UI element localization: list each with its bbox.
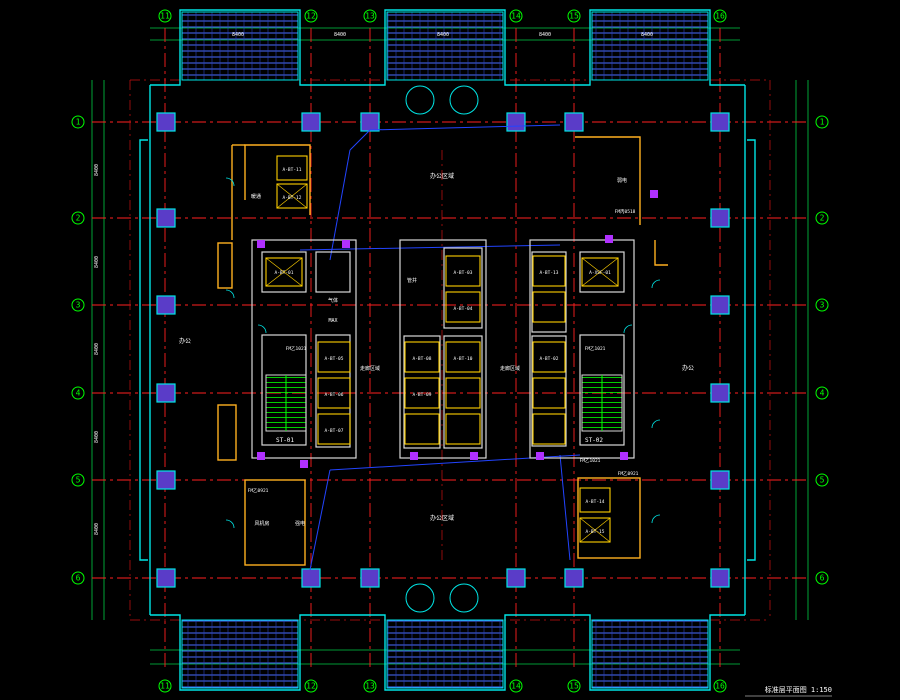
grid-label: 3 — [820, 301, 825, 310]
elevator-shafts — [265, 155, 619, 543]
elevator-cross-marks — [265, 183, 619, 543]
grid-label: 16 — [715, 12, 725, 21]
dimension-label: 8400 — [94, 343, 100, 355]
dimension-label: 8400 — [232, 32, 244, 38]
elevator-label: A-BT-02 — [540, 356, 559, 362]
door-tag: FM乙0921 — [248, 487, 269, 494]
door-tag: FM乙1021 — [286, 345, 307, 352]
elevator-label: A-BT-10 — [454, 356, 473, 362]
room-label-corridor-left: 走廊区域 — [360, 365, 380, 372]
elevator-labels: A-BT-11 A-BT-12 A-BT-01 A-BT-05 A-BT-06 … — [275, 167, 612, 535]
grid-label: 3 — [76, 301, 81, 310]
axis-lines — [92, 28, 808, 668]
grid-label: 12 — [306, 682, 316, 691]
grid-bubbles-bottom — [158, 679, 727, 693]
grid-label: 12 — [306, 12, 316, 21]
elevator-label: A-BT-14 — [586, 499, 605, 505]
dimension-lines — [91, 27, 809, 665]
grid-labels: 11 12 13 14 15 16 11 12 13 14 15 16 1 2 … — [76, 12, 825, 691]
stair-label-right: ST-02 — [585, 437, 603, 444]
fixture-tags — [257, 190, 658, 468]
grid-label: 4 — [76, 389, 81, 398]
core-rooms — [251, 239, 635, 459]
grid-label: 11 — [160, 682, 170, 691]
room-label-shaft: 管井 — [407, 277, 417, 284]
secondary-axes — [129, 79, 771, 621]
elevator-label: A-BT-13 — [540, 270, 559, 276]
grid-label: 2 — [820, 214, 825, 223]
elevator-label: A-BT-01 — [275, 270, 294, 276]
room-label-fan: 风机房 — [254, 520, 269, 527]
dimension-label: 8400 — [94, 164, 100, 176]
grid-bubbles-top — [158, 9, 727, 23]
elevator-label: A-BT-04 — [454, 306, 473, 312]
core-walls — [217, 136, 668, 566]
grid-label: 5 — [820, 476, 825, 485]
grid-bubbles-left — [71, 115, 85, 585]
structural-columns — [156, 112, 730, 588]
balcony-panels — [181, 11, 709, 689]
grid-label: 2 — [76, 214, 81, 223]
grid-label: 1 — [820, 118, 825, 127]
grid-label: 14 — [511, 682, 521, 691]
dimension-label: 8400 — [94, 256, 100, 268]
grid-label: 13 — [365, 12, 375, 21]
grid-label: 13 — [365, 682, 375, 691]
room-label-corridor-right: 走廊区域 — [500, 365, 520, 372]
elevator-label: A-BT-09 — [413, 392, 432, 398]
grid-bubbles-right — [815, 115, 829, 585]
dimension-label: 8400 — [94, 523, 100, 535]
door-tag: FM丙0518 — [615, 209, 636, 215]
room-label-bottom-office: 办公区域 — [430, 514, 454, 522]
grid-label: 5 — [76, 476, 81, 485]
room-label-electric: 强电 — [295, 520, 305, 527]
door-tags: FM乙1021 FM乙0921 FM乙1021 FM丙0518 FM乙1021 … — [248, 209, 639, 494]
room-label-max: MAX — [328, 318, 337, 324]
elevator-label: A-XSF-01 — [589, 270, 611, 276]
door-tag: FM乙1021 — [580, 457, 601, 464]
elevator-label: A-BT-15 — [586, 529, 605, 535]
dimension-label: 8400 — [437, 32, 449, 38]
elevator-label: A-BT-12 — [283, 195, 302, 201]
planter-circles — [405, 85, 479, 613]
stair-label-left: ST-01 — [276, 437, 294, 444]
room-label-gas: 气体 — [328, 297, 338, 304]
grid-label: 4 — [820, 389, 825, 398]
room-label-top-office: 办公区域 — [430, 172, 454, 180]
dimension-labels: 8400 8400 8400 8400 8400 8400 8400 8400 … — [94, 32, 653, 535]
room-label-left-office: 办公 — [179, 337, 191, 345]
grid-label: 16 — [715, 682, 725, 691]
elevator-label: A-BT-06 — [325, 392, 344, 398]
dimension-label: 8400 — [539, 32, 551, 38]
grid-label: 15 — [569, 12, 579, 21]
door-swings — [225, 177, 661, 529]
elevator-label: A-BT-11 — [283, 167, 302, 173]
door-tag: FM乙1021 — [585, 345, 606, 352]
grid-label: 1 — [76, 118, 81, 127]
grid-label: 11 — [160, 12, 170, 21]
stairwells — [265, 374, 623, 432]
building-outline — [139, 9, 756, 691]
room-label-right-office: 办公 — [682, 364, 694, 372]
elevator-label: A-BT-05 — [325, 356, 344, 362]
grid-label: 15 — [569, 682, 579, 691]
grid-label: 14 — [511, 12, 521, 21]
room-label-weak: 弱电 — [617, 177, 627, 184]
elevator-label: A-BT-07 — [325, 428, 344, 434]
grid-label: 6 — [76, 574, 81, 583]
room-label-hvac: 暖通 — [251, 193, 261, 200]
grid-label: 6 — [820, 574, 825, 583]
dimension-label: 8400 — [334, 32, 346, 38]
dimension-label: 8400 — [94, 431, 100, 443]
elevator-label: A-BT-03 — [454, 270, 473, 276]
elevator-label: A-BT-08 — [413, 356, 432, 362]
door-tag: FM乙0921 — [618, 470, 639, 477]
dimension-label: 8400 — [641, 32, 653, 38]
drawing-title: 标准层平面图 1:150 — [765, 685, 832, 694]
